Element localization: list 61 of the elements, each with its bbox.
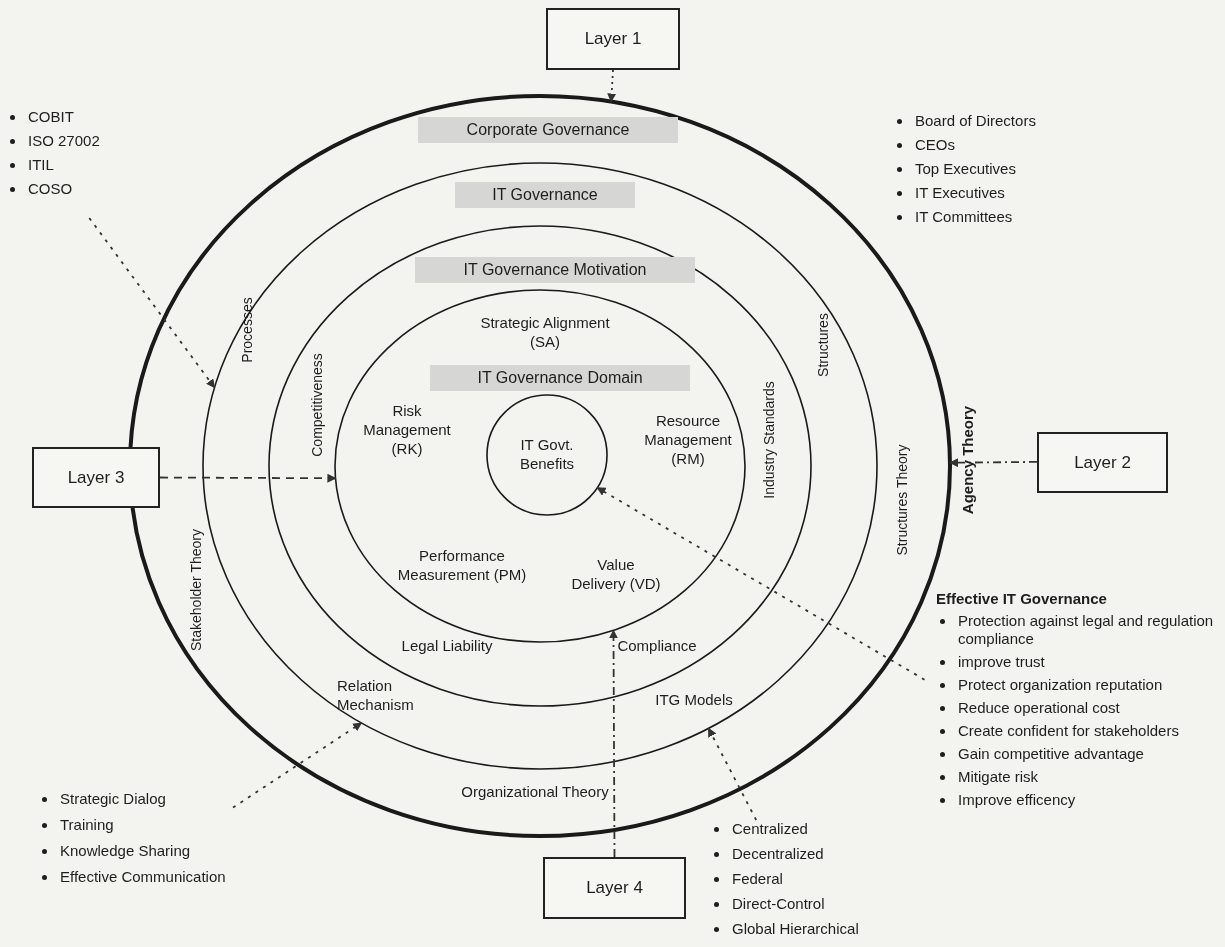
layer-box: Layer 2 <box>1037 432 1168 493</box>
list-item: ITIL <box>28 156 55 174</box>
area-label: Resource Management (RM) <box>643 411 733 469</box>
layer-box: Layer 1 <box>546 8 680 70</box>
list-item: Knowledge Sharing <box>60 842 192 860</box>
arrow <box>159 473 337 483</box>
list-item: Protect organization reputation <box>958 676 1164 694</box>
list-item: Global Hierarchical <box>732 920 860 938</box>
area-label: Organizational Theory <box>460 782 610 802</box>
arrow <box>232 722 363 809</box>
area-label: Compliance <box>616 636 698 656</box>
arrow <box>949 458 1038 468</box>
list-item: Centralized <box>732 820 809 838</box>
area-label: Legal Liability <box>400 636 494 656</box>
list-item: ISO 27002 <box>28 132 101 150</box>
area-label: Value Delivery (VD) <box>571 556 661 594</box>
area-label: ITG Models <box>654 690 734 710</box>
ring-label: Stakeholder Theory <box>188 529 206 651</box>
list-heading: Effective IT Governance <box>936 590 1108 607</box>
layer-box: Layer 3 <box>32 447 160 508</box>
list-item: Direct-Control <box>732 895 826 913</box>
arrow <box>707 727 758 821</box>
ring-label: Structures Theory <box>894 444 912 556</box>
ring-label: Processes <box>239 297 257 363</box>
ring-label: Competitiveness <box>309 353 327 457</box>
ring-heading: Corporate Governance <box>418 117 678 143</box>
list-item: COSO <box>28 180 74 198</box>
area-label: Performance Measurement (PM) <box>397 547 527 585</box>
list-item: Create confident for stakeholders <box>958 722 1180 740</box>
list-item: Gain competitive advantage <box>958 745 1145 763</box>
ring-heading: IT Governance Domain <box>430 365 690 391</box>
area-label: Risk Management (RK) <box>362 401 452 459</box>
list-item: Effective Communication <box>60 868 227 886</box>
side-label: Agency Theory <box>958 405 977 515</box>
area-label: Relation Mechanism <box>337 677 415 715</box>
ring-heading: IT Governance Motivation <box>415 257 695 283</box>
arrow <box>596 486 926 681</box>
layer-box: Layer 4 <box>543 857 686 919</box>
list-item: Strategic Dialog <box>60 790 167 808</box>
list-item: Mitigate risk <box>958 768 1040 786</box>
list-item: IT Executives <box>915 184 1005 202</box>
list-item: Reduce operational cost <box>958 699 1121 717</box>
list-item: improve trust <box>958 653 1046 671</box>
list-item: CEOs <box>915 136 955 154</box>
arrow <box>609 629 618 858</box>
area-label: IT Govt. Benefits <box>518 436 576 474</box>
area-label: Strategic Alignment (SA) <box>479 314 611 352</box>
list-item: IT Committees <box>915 208 1013 226</box>
ring-label: Industry Standards <box>761 381 779 499</box>
arrow <box>607 69 617 103</box>
ring-label: Structures <box>815 313 833 377</box>
ring-heading: IT Governance <box>455 182 635 208</box>
list-item: Decentralized <box>732 845 825 863</box>
list-item: Federal <box>732 870 784 888</box>
list-item: Training <box>60 816 115 834</box>
list-item: Board of Directors <box>915 112 1036 130</box>
list-item: Improve efficency <box>958 791 1077 809</box>
list-item: Protection against legal and regulation compliance <box>958 612 1215 648</box>
list-item: Top Executives <box>915 160 1016 178</box>
arrow <box>88 217 216 389</box>
list-item: COBIT <box>28 108 75 126</box>
